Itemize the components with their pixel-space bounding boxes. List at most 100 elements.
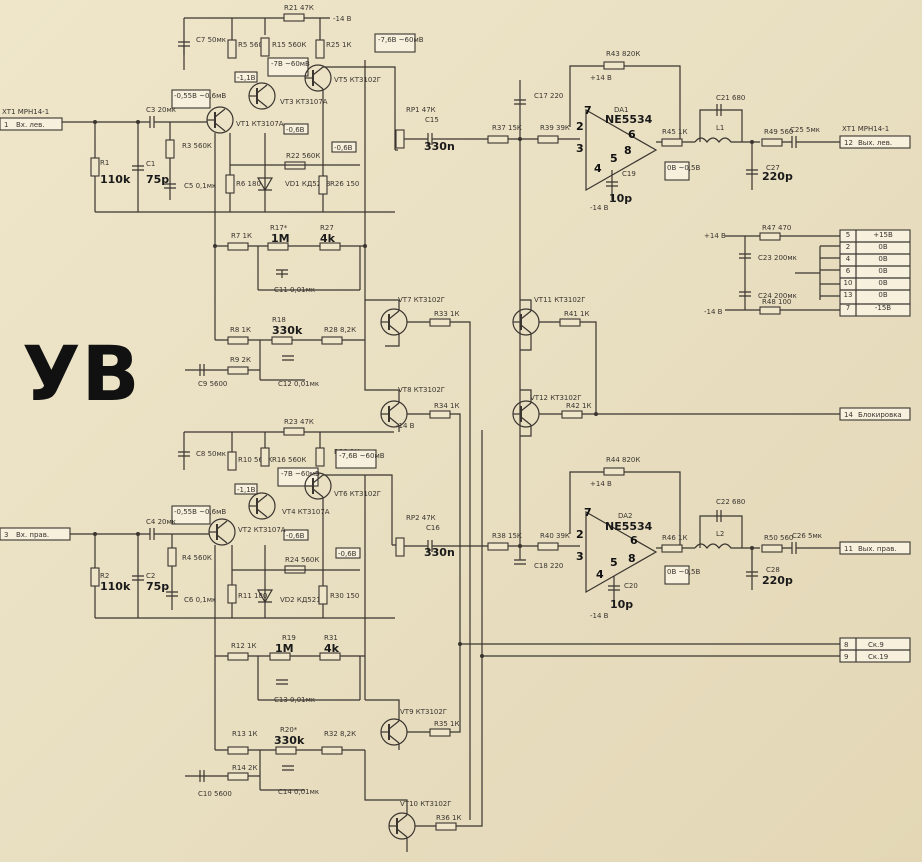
svg-text:-14 В: -14 В	[396, 422, 415, 430]
svg-text:-7,6В ~60мВ: -7,6В ~60мВ	[339, 452, 385, 460]
R19	[269, 652, 291, 661]
svg-text:75p: 75p	[146, 173, 169, 186]
svg-text:R4 560К: R4 560К	[182, 554, 212, 562]
svg-text:ХТ1 МРН14-1: ХТ1 МРН14-1	[2, 108, 49, 116]
VT2	[208, 518, 236, 546]
svg-text:R1: R1	[100, 159, 109, 167]
VT4	[248, 492, 276, 520]
svg-text:R19: R19	[282, 634, 296, 642]
svg-text:75p: 75p	[146, 580, 169, 593]
R29	[315, 447, 325, 467]
svg-text:-7В ~60мВ: -7В ~60мВ	[271, 60, 310, 68]
svg-text:R20*: R20*	[280, 726, 298, 734]
R11	[227, 584, 237, 604]
C1	[132, 165, 144, 171]
svg-text:9: 9	[844, 653, 848, 661]
svg-text:-0,55В ~0,6мВ: -0,55В ~0,6мВ	[174, 92, 226, 100]
power-section: +14 В R47 470 С23 200мк С24 200мк -14 В …	[704, 224, 911, 317]
svg-text:6: 6	[628, 128, 636, 141]
svg-text:С8 50мк: С8 50мк	[196, 450, 226, 458]
svg-text:-0,6В: -0,6В	[338, 550, 357, 558]
R48	[759, 306, 781, 315]
R4	[167, 547, 177, 567]
svg-text:-14 В: -14 В	[590, 204, 609, 212]
R44	[603, 467, 625, 476]
VT10	[388, 812, 416, 840]
svg-text:R18: R18	[272, 316, 286, 324]
svg-text:VD2 КД521В: VD2 КД521В	[280, 596, 326, 604]
svg-text:R12 1К: R12 1К	[231, 642, 256, 650]
R25	[315, 39, 325, 59]
svg-text:-0,6В: -0,6В	[334, 144, 353, 152]
svg-text:R43 820К: R43 820К	[606, 50, 640, 58]
svg-text:С18 220: С18 220	[534, 562, 563, 570]
svg-text:+14 В: +14 В	[704, 232, 726, 240]
svg-text:R49 560: R49 560	[764, 128, 793, 136]
VT8	[380, 400, 408, 428]
svg-text:DA2: DA2	[618, 512, 633, 520]
svg-text:R37 15К: R37 15К	[492, 124, 522, 132]
R15	[260, 37, 270, 57]
svg-text:5: 5	[610, 556, 618, 569]
svg-text:С17 220: С17 220	[534, 92, 563, 100]
svg-text:R5 560К: R5 560К	[238, 41, 268, 49]
svg-text:VT6 КТ3102Г: VT6 КТ3102Г	[334, 490, 381, 498]
svg-text:0В ~0,5В: 0В ~0,5В	[667, 164, 700, 172]
svg-text:Вых. прав.: Вых. прав.	[858, 545, 897, 553]
R10	[227, 451, 237, 471]
svg-text:R47 470: R47 470	[762, 224, 791, 232]
svg-text:RP2 47К: RP2 47К	[406, 514, 436, 522]
svg-text:Ск.19: Ск.19	[868, 653, 888, 661]
svg-text:С5 0,1мк: С5 0,1мк	[184, 182, 216, 190]
svg-text:R26 150: R26 150	[330, 180, 359, 188]
svg-text:С22 680: С22 680	[716, 498, 745, 506]
svg-text:VT1 КТ3107А: VT1 КТ3107А	[236, 120, 284, 128]
svg-text:VT2 КТ3107А: VT2 КТ3107А	[238, 526, 286, 534]
svg-text:R35 1К: R35 1К	[434, 720, 459, 728]
svg-text:4k: 4k	[320, 232, 336, 245]
svg-text:R3 560К: R3 560К	[182, 142, 212, 150]
svg-text:-0,55В ~0,6мВ: -0,55В ~0,6мВ	[174, 508, 226, 516]
svg-text:220p: 220p	[762, 574, 793, 587]
R7	[227, 242, 249, 251]
svg-text:4k: 4k	[324, 642, 340, 655]
svg-text:330k: 330k	[272, 324, 303, 337]
R9	[227, 366, 249, 375]
svg-text:4: 4	[596, 568, 604, 581]
rail-neg14-top: -14 В	[333, 15, 352, 23]
svg-text:R14 2К: R14 2К	[232, 764, 257, 772]
svg-text:8: 8	[624, 144, 632, 157]
VT1	[206, 106, 234, 134]
svg-text:R36 1К: R36 1К	[436, 814, 461, 822]
svg-text:8: 8	[844, 641, 848, 649]
svg-text:R22 560К: R22 560К	[286, 152, 320, 160]
VT5	[304, 64, 332, 92]
VT9	[380, 718, 408, 746]
svg-text:VT5 КТ3102Г: VT5 КТ3102Г	[334, 76, 381, 84]
svg-text:1M: 1M	[275, 642, 294, 655]
svg-text:4: 4	[594, 162, 602, 175]
svg-text:С21 680: С21 680	[716, 94, 745, 102]
R27	[319, 242, 341, 251]
svg-text:С25 5мк: С25 5мк	[790, 126, 820, 134]
power-connector	[839, 229, 911, 317]
R33	[429, 318, 451, 327]
R45	[661, 138, 683, 147]
svg-text:R46 1К: R46 1К	[662, 534, 687, 542]
VT12	[512, 400, 540, 428]
VT7	[380, 308, 408, 336]
svg-text:3: 3	[4, 531, 8, 539]
VD1	[256, 177, 274, 192]
svg-text:110k: 110k	[100, 173, 131, 186]
svg-text:6: 6	[630, 534, 638, 547]
svg-text:VT9 КТ3102Г: VT9 КТ3102Г	[400, 708, 447, 716]
right-channel: -14 В R23 47К R10 560К R16 560К R29 1К С…	[0, 300, 911, 852]
DA1	[585, 108, 658, 192]
R2	[90, 567, 100, 587]
svg-text:R48 100: R48 100	[762, 298, 791, 306]
left-channel: -14 В R21 47К R5 560К R15 560К R25 1К С7…	[0, 4, 911, 820]
R6	[225, 174, 235, 194]
svg-text:14: 14	[844, 411, 853, 419]
svg-text:С16: С16	[426, 524, 440, 532]
R28	[321, 336, 343, 345]
